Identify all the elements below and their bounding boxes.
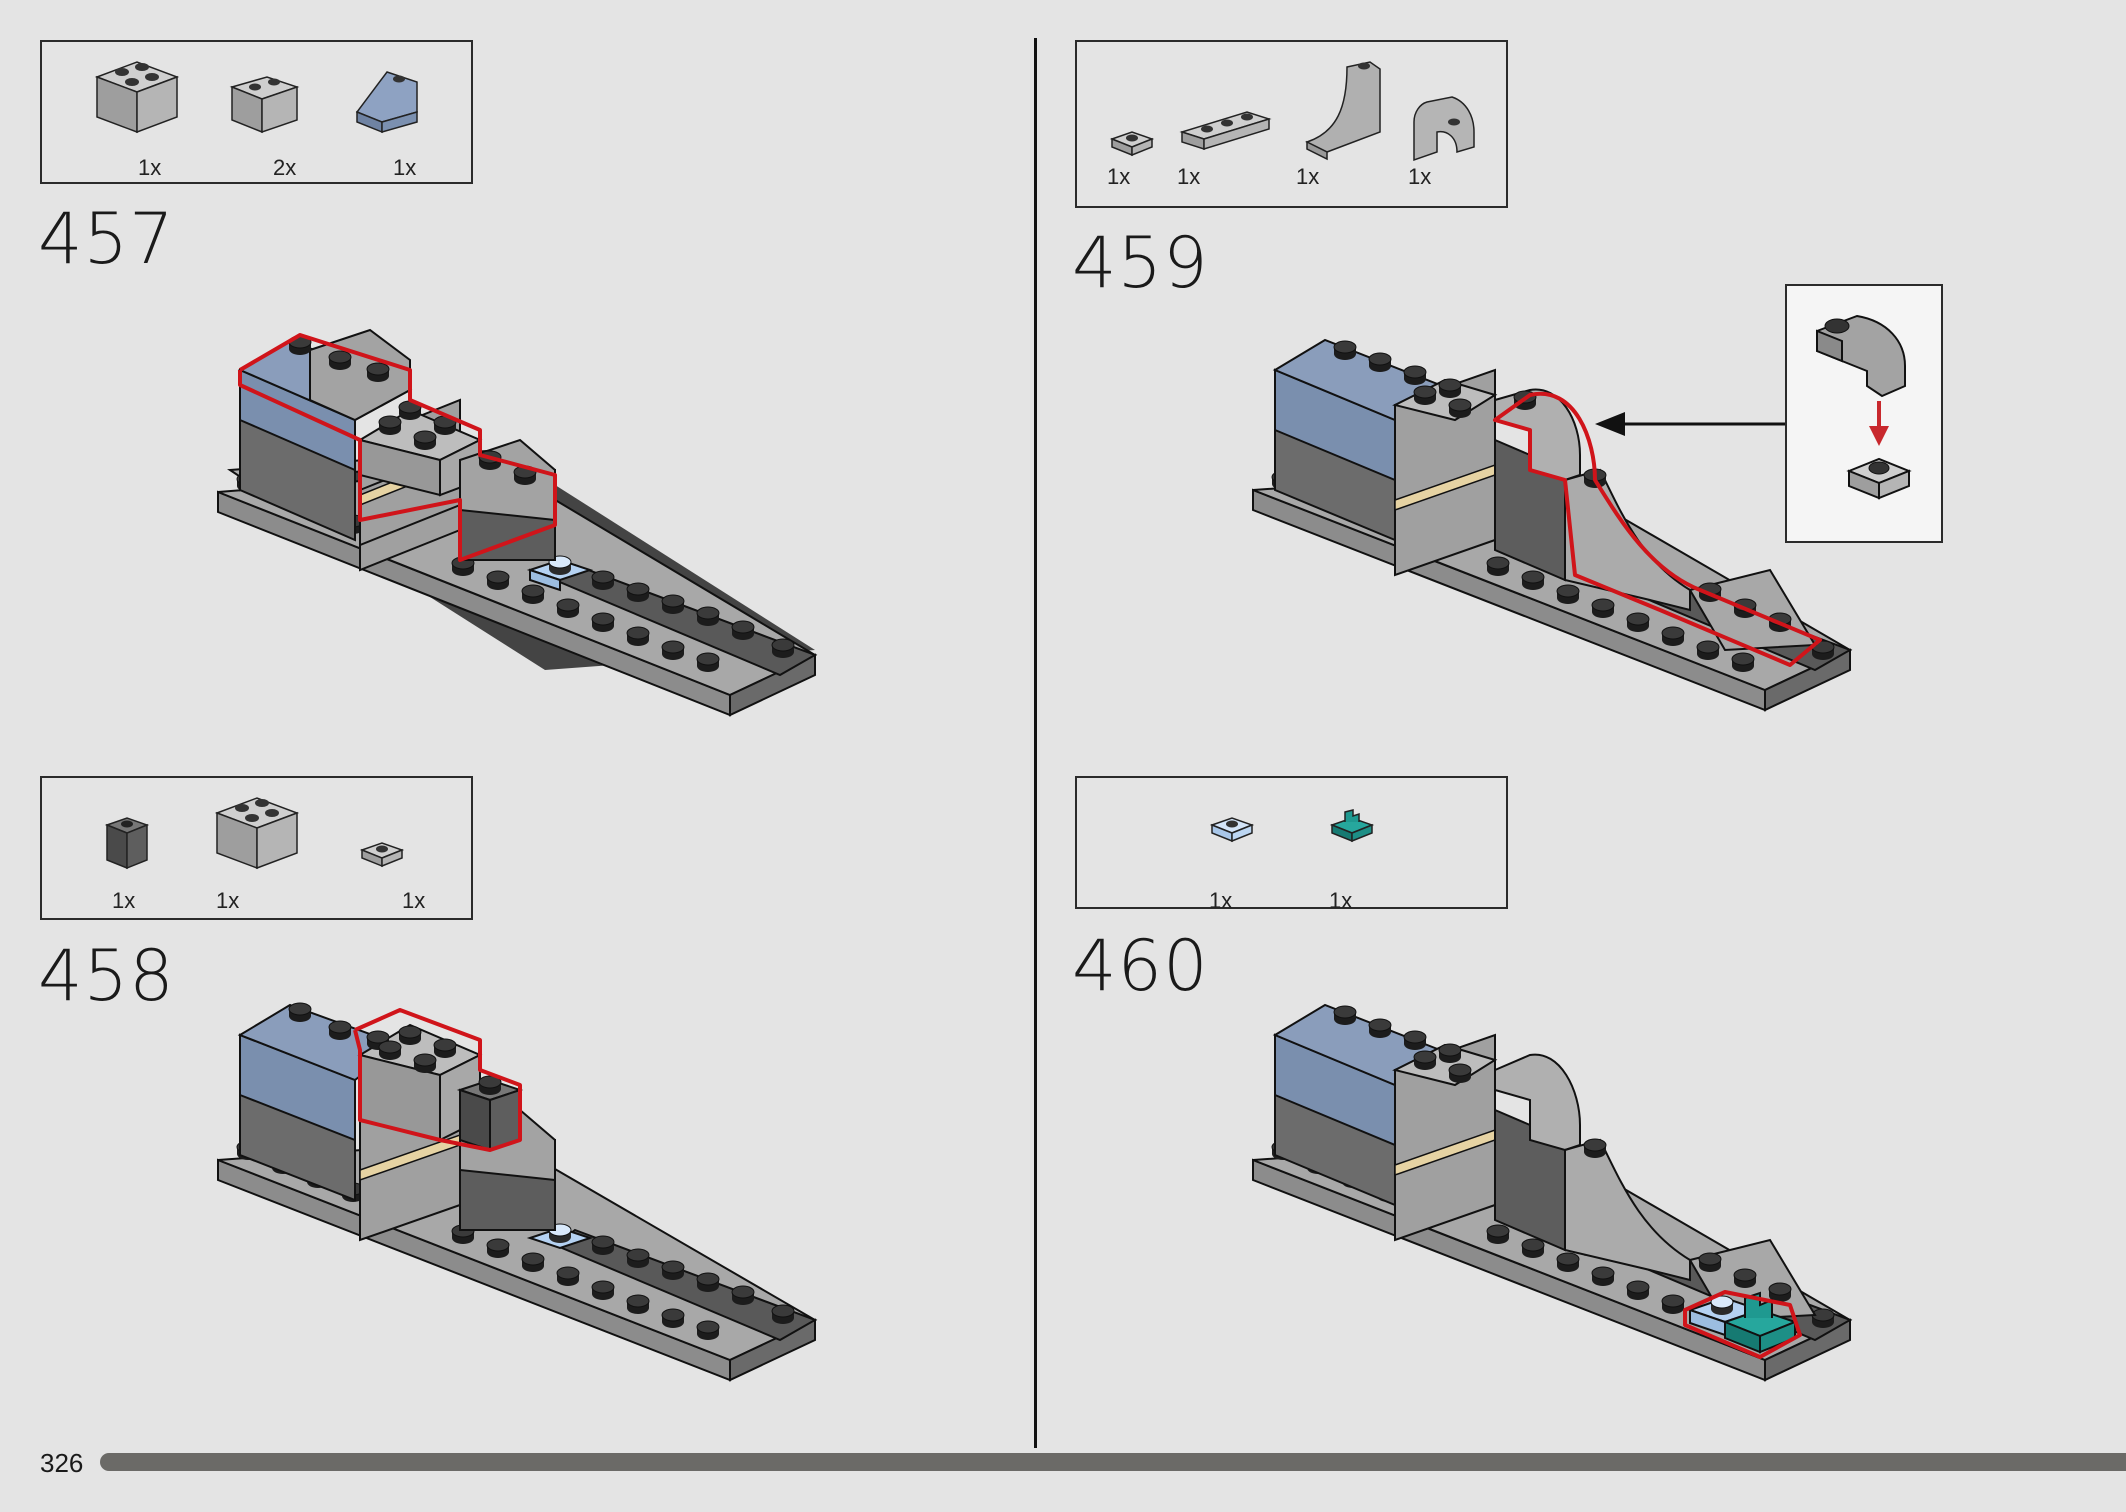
step-number: 457 — [38, 198, 175, 280]
part-qty: 1x — [402, 888, 426, 913]
step-number: 458 — [38, 935, 175, 1017]
part-clip-plate-teal-icon: 1x — [1327, 808, 1447, 918]
sub-assembly-illustration — [1816, 314, 1912, 500]
part-qty: 1x — [1209, 888, 1233, 913]
part-plate-1x1-light-blue-icon: 1x — [1207, 813, 1327, 923]
part-qty: 2x — [273, 155, 297, 180]
parts-list-box: 1x 1x 1x 1x — [1075, 40, 1508, 208]
parts-list-box: 1x 2x 1x — [40, 40, 473, 184]
parts-list-box: 1x 1x 1x — [40, 776, 473, 920]
page-divider — [1034, 38, 1037, 1448]
part-brick-2x2-icon: 1x — [92, 57, 212, 180]
part-qty: 1x — [1107, 164, 1131, 189]
progress-bar — [100, 1453, 2126, 1471]
part-qty: 1x — [393, 155, 417, 180]
step-number: 459 — [1072, 222, 1209, 304]
part-qty: 1x — [112, 888, 136, 913]
part-brick-2x2-icon: 1x — [212, 793, 332, 913]
page-number: 326 — [40, 1448, 84, 1478]
part-curved-slope-icon: 1x — [1292, 57, 1412, 189]
part-plate-1x1-icon: 1x — [357, 838, 477, 948]
part-plate-1x3-icon: 1x — [1177, 107, 1297, 217]
part-slope-icon: 1x — [347, 67, 467, 180]
sub-assembly-callout — [1785, 284, 1943, 543]
step-number: 460 — [1072, 925, 1209, 1007]
parts-list-box: 1x 1x — [1075, 776, 1508, 913]
part-qty: 1x — [1296, 164, 1320, 189]
part-qty: 1x — [1177, 164, 1201, 189]
part-brick-1x2-icon: 2x — [227, 72, 347, 182]
part-plate-1x1-icon: 1x — [1107, 127, 1227, 237]
part-arch-icon: 1x — [1402, 92, 1522, 202]
part-qty: 1x — [1408, 164, 1432, 189]
part-qty: 1x — [138, 155, 162, 180]
part-qty: 1x — [216, 888, 240, 913]
part-brick-1x1-icon: 1x — [102, 813, 222, 923]
part-qty: 1x — [1329, 888, 1353, 913]
